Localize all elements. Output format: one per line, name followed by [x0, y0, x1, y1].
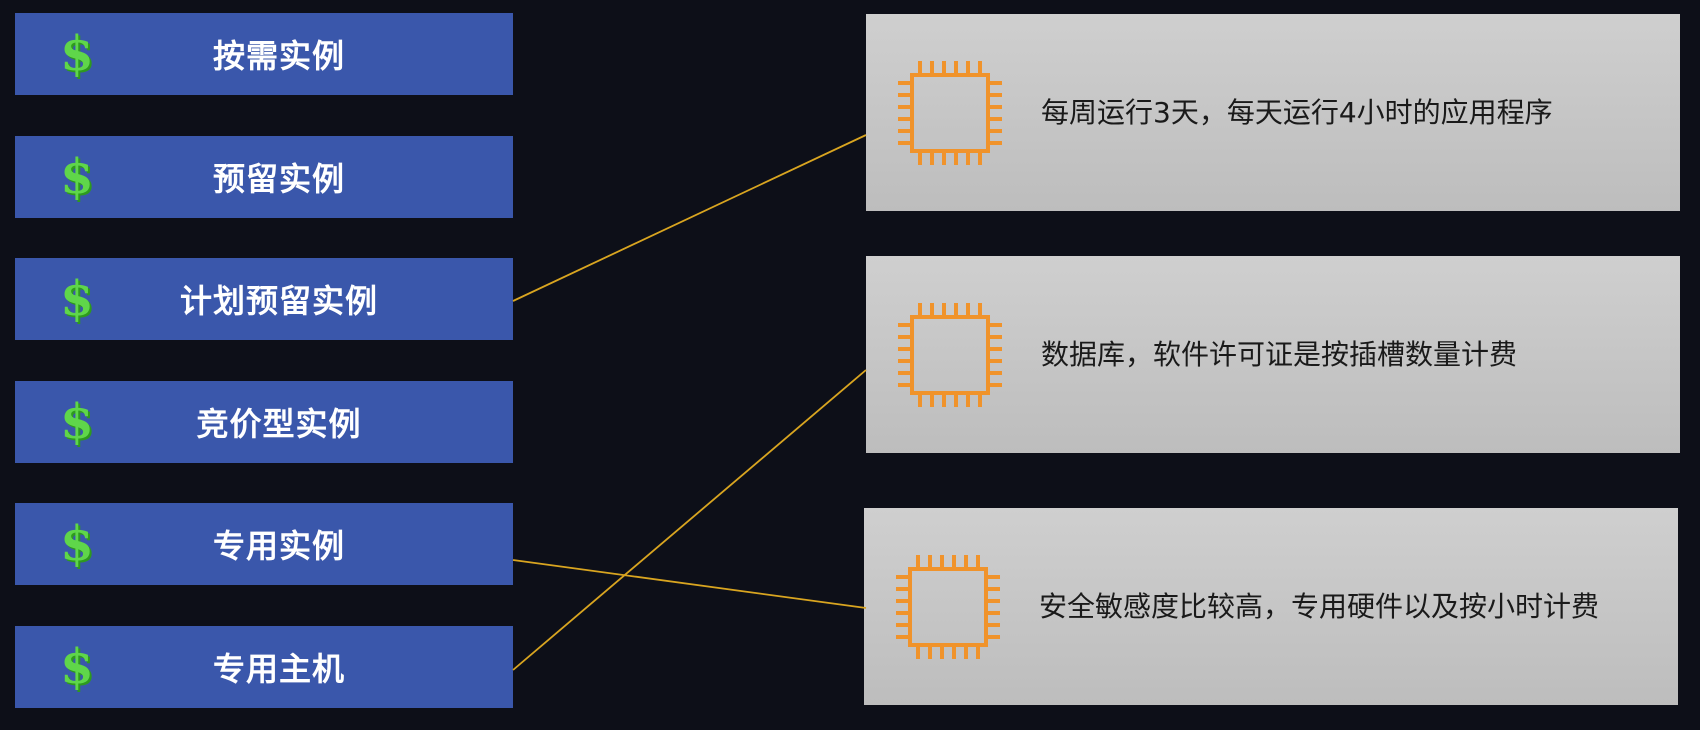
dollar-icon: $ $	[60, 396, 95, 448]
svg-text:$: $	[60, 641, 93, 693]
svg-text:$: $	[60, 273, 93, 325]
left-item-label: 按需实例	[212, 37, 345, 75]
dollar-icon: $ $	[60, 28, 95, 80]
left-item-label: 计划预留实例	[179, 282, 378, 320]
svg-text:$: $	[62, 273, 95, 325]
dollar-icon: $ $	[60, 151, 95, 203]
left-item-label: 预留实例	[212, 160, 345, 198]
dollar-icon: $ $	[60, 518, 95, 570]
chip-icon	[898, 302, 1002, 407]
svg-text:$: $	[62, 396, 95, 448]
right-item-text: 数据库，软件许可证是按插槽数量计费	[1041, 337, 1518, 371]
chip-icon	[896, 554, 1000, 659]
connector-host-to-license	[512, 369, 867, 671]
svg-text:$: $	[62, 151, 95, 203]
dollar-icon: $ $	[60, 273, 95, 325]
dollar-icon: $ $	[60, 641, 95, 693]
left-item-scheduled-reserved: $ $ 计划预留实例	[15, 258, 513, 340]
left-item-label: 专用实例	[212, 527, 345, 565]
svg-text:$: $	[60, 396, 93, 448]
left-item-reserved: $ $ 预留实例	[15, 136, 513, 218]
right-item-per-socket-license: 数据库，软件许可证是按插槽数量计费	[866, 256, 1680, 453]
right-item-text: 每周运行3天，每天运行4小时的应用程序	[1041, 95, 1553, 129]
svg-text:$: $	[62, 28, 95, 80]
left-item-dedicated-instance: $ $ 专用实例	[15, 503, 513, 585]
right-item-text: 安全敏感度比较高，专用硬件以及按小时计费	[1039, 589, 1600, 623]
svg-text:$: $	[60, 518, 93, 570]
svg-text:$: $	[60, 28, 93, 80]
left-item-on-demand: $ $ 按需实例	[15, 13, 513, 95]
svg-text:$: $	[62, 641, 95, 693]
left-item-label: 竞价型实例	[196, 405, 362, 443]
svg-text:$: $	[60, 151, 93, 203]
chip-icon	[898, 60, 1002, 165]
left-item-dedicated-host: $ $ 专用主机	[15, 626, 513, 708]
connector-dedicated-to-hardware	[512, 559, 867, 609]
left-item-spot: $ $ 竞价型实例	[15, 381, 513, 463]
connector-scheduled-to-app	[512, 134, 867, 302]
left-item-label: 专用主机	[212, 650, 345, 688]
right-item-scheduled-use: 每周运行3天，每天运行4小时的应用程序	[866, 14, 1680, 211]
right-item-dedicated-hardware: 安全敏感度比较高，专用硬件以及按小时计费	[864, 508, 1678, 705]
svg-text:$: $	[62, 518, 95, 570]
